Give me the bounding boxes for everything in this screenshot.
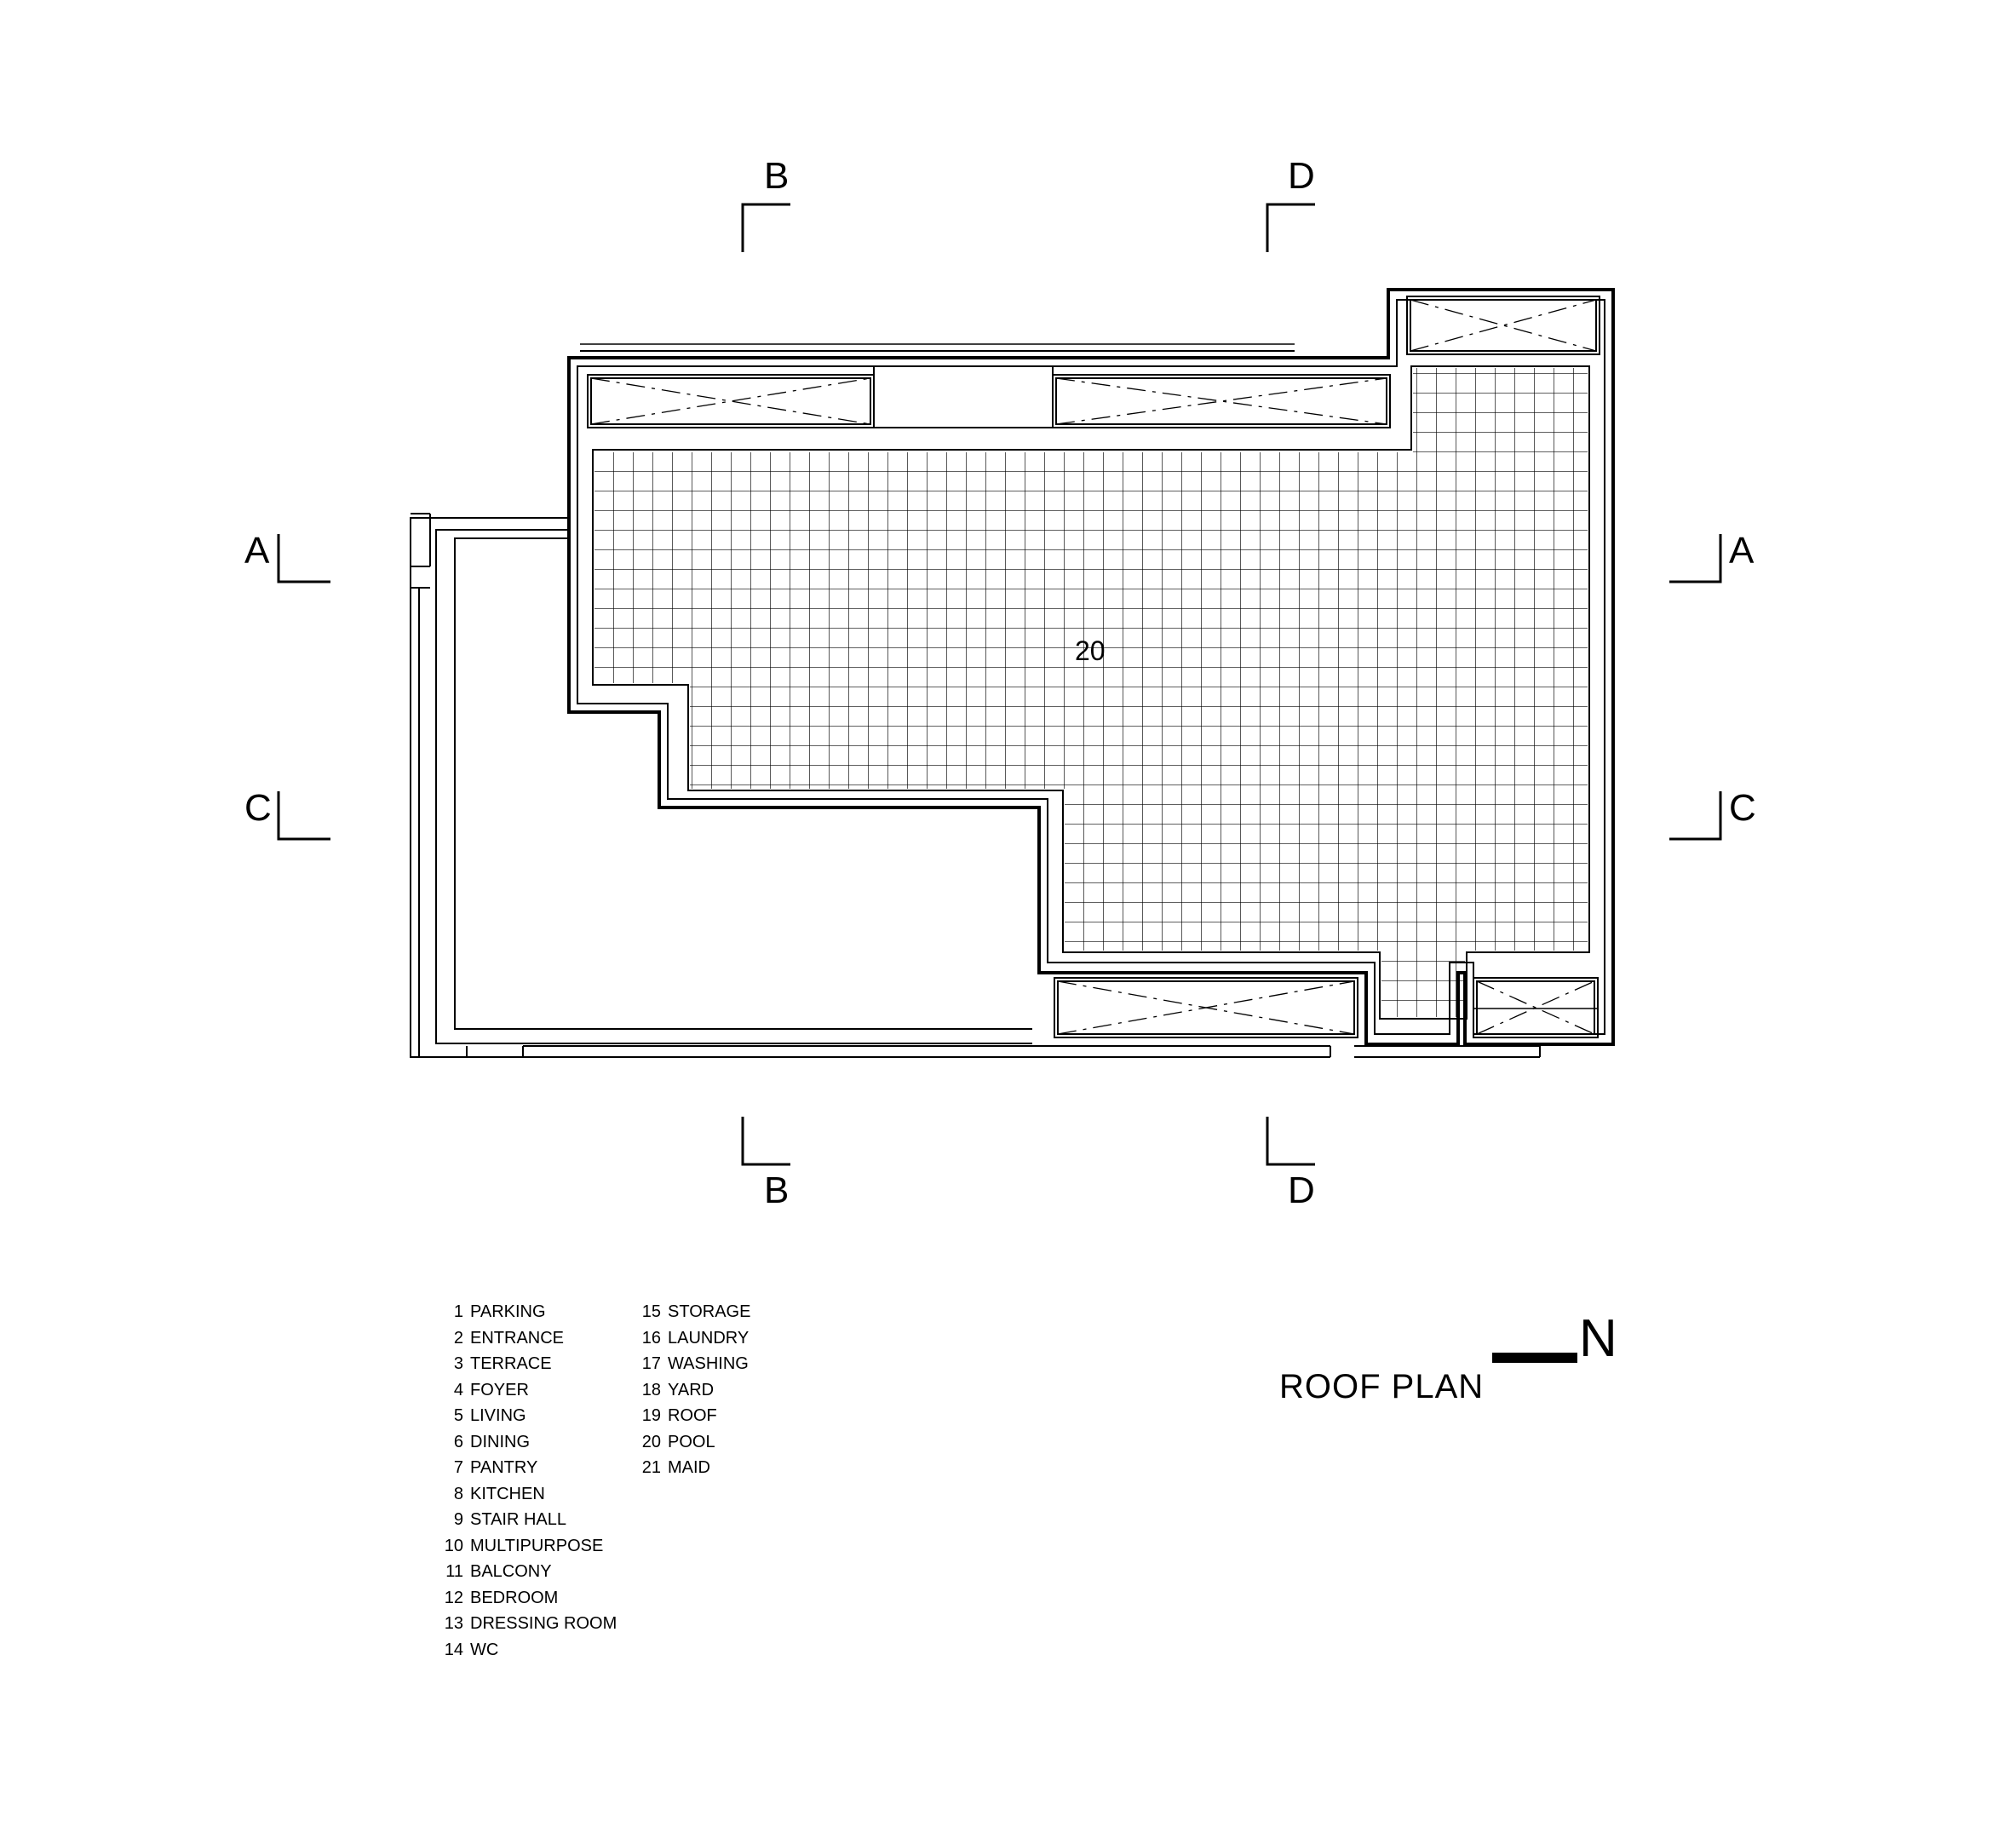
section-marker-d-top [1266, 203, 1315, 252]
section-marker-b-top [741, 203, 790, 252]
pool-tiles [594, 368, 1588, 1017]
section-label-c-right: C [1729, 787, 1756, 829]
section-marker-a-left [277, 534, 330, 583]
section-label-d-bottom: D [1288, 1169, 1315, 1211]
section-markers [277, 203, 1722, 1166]
section-marker-a-right [1669, 534, 1722, 583]
pool-room-number: 20 [1075, 635, 1106, 666]
section-marker-b-bottom [741, 1117, 790, 1166]
section-label-b-bottom: B [764, 1169, 790, 1211]
section-marker-c-left [277, 791, 330, 841]
section-label-a-left: A [244, 530, 270, 572]
roof-walls [567, 288, 1615, 1046]
section-label-b-top: B [764, 155, 790, 197]
section-label-c-left: C [244, 787, 272, 829]
planter-boxes [587, 296, 1600, 1038]
north-arrow-bar [1492, 1353, 1577, 1363]
section-label-d-top: D [1288, 155, 1315, 197]
planter-x-marks [590, 299, 1597, 1035]
section-marker-d-bottom [1266, 1117, 1315, 1166]
drawing-title: ROOF PLAN [1279, 1368, 1485, 1405]
north-arrow-label: N [1579, 1309, 1617, 1368]
section-marker-c-right [1669, 791, 1722, 841]
pool-edge [592, 365, 1590, 1020]
section-label-a-right: A [1729, 530, 1755, 572]
